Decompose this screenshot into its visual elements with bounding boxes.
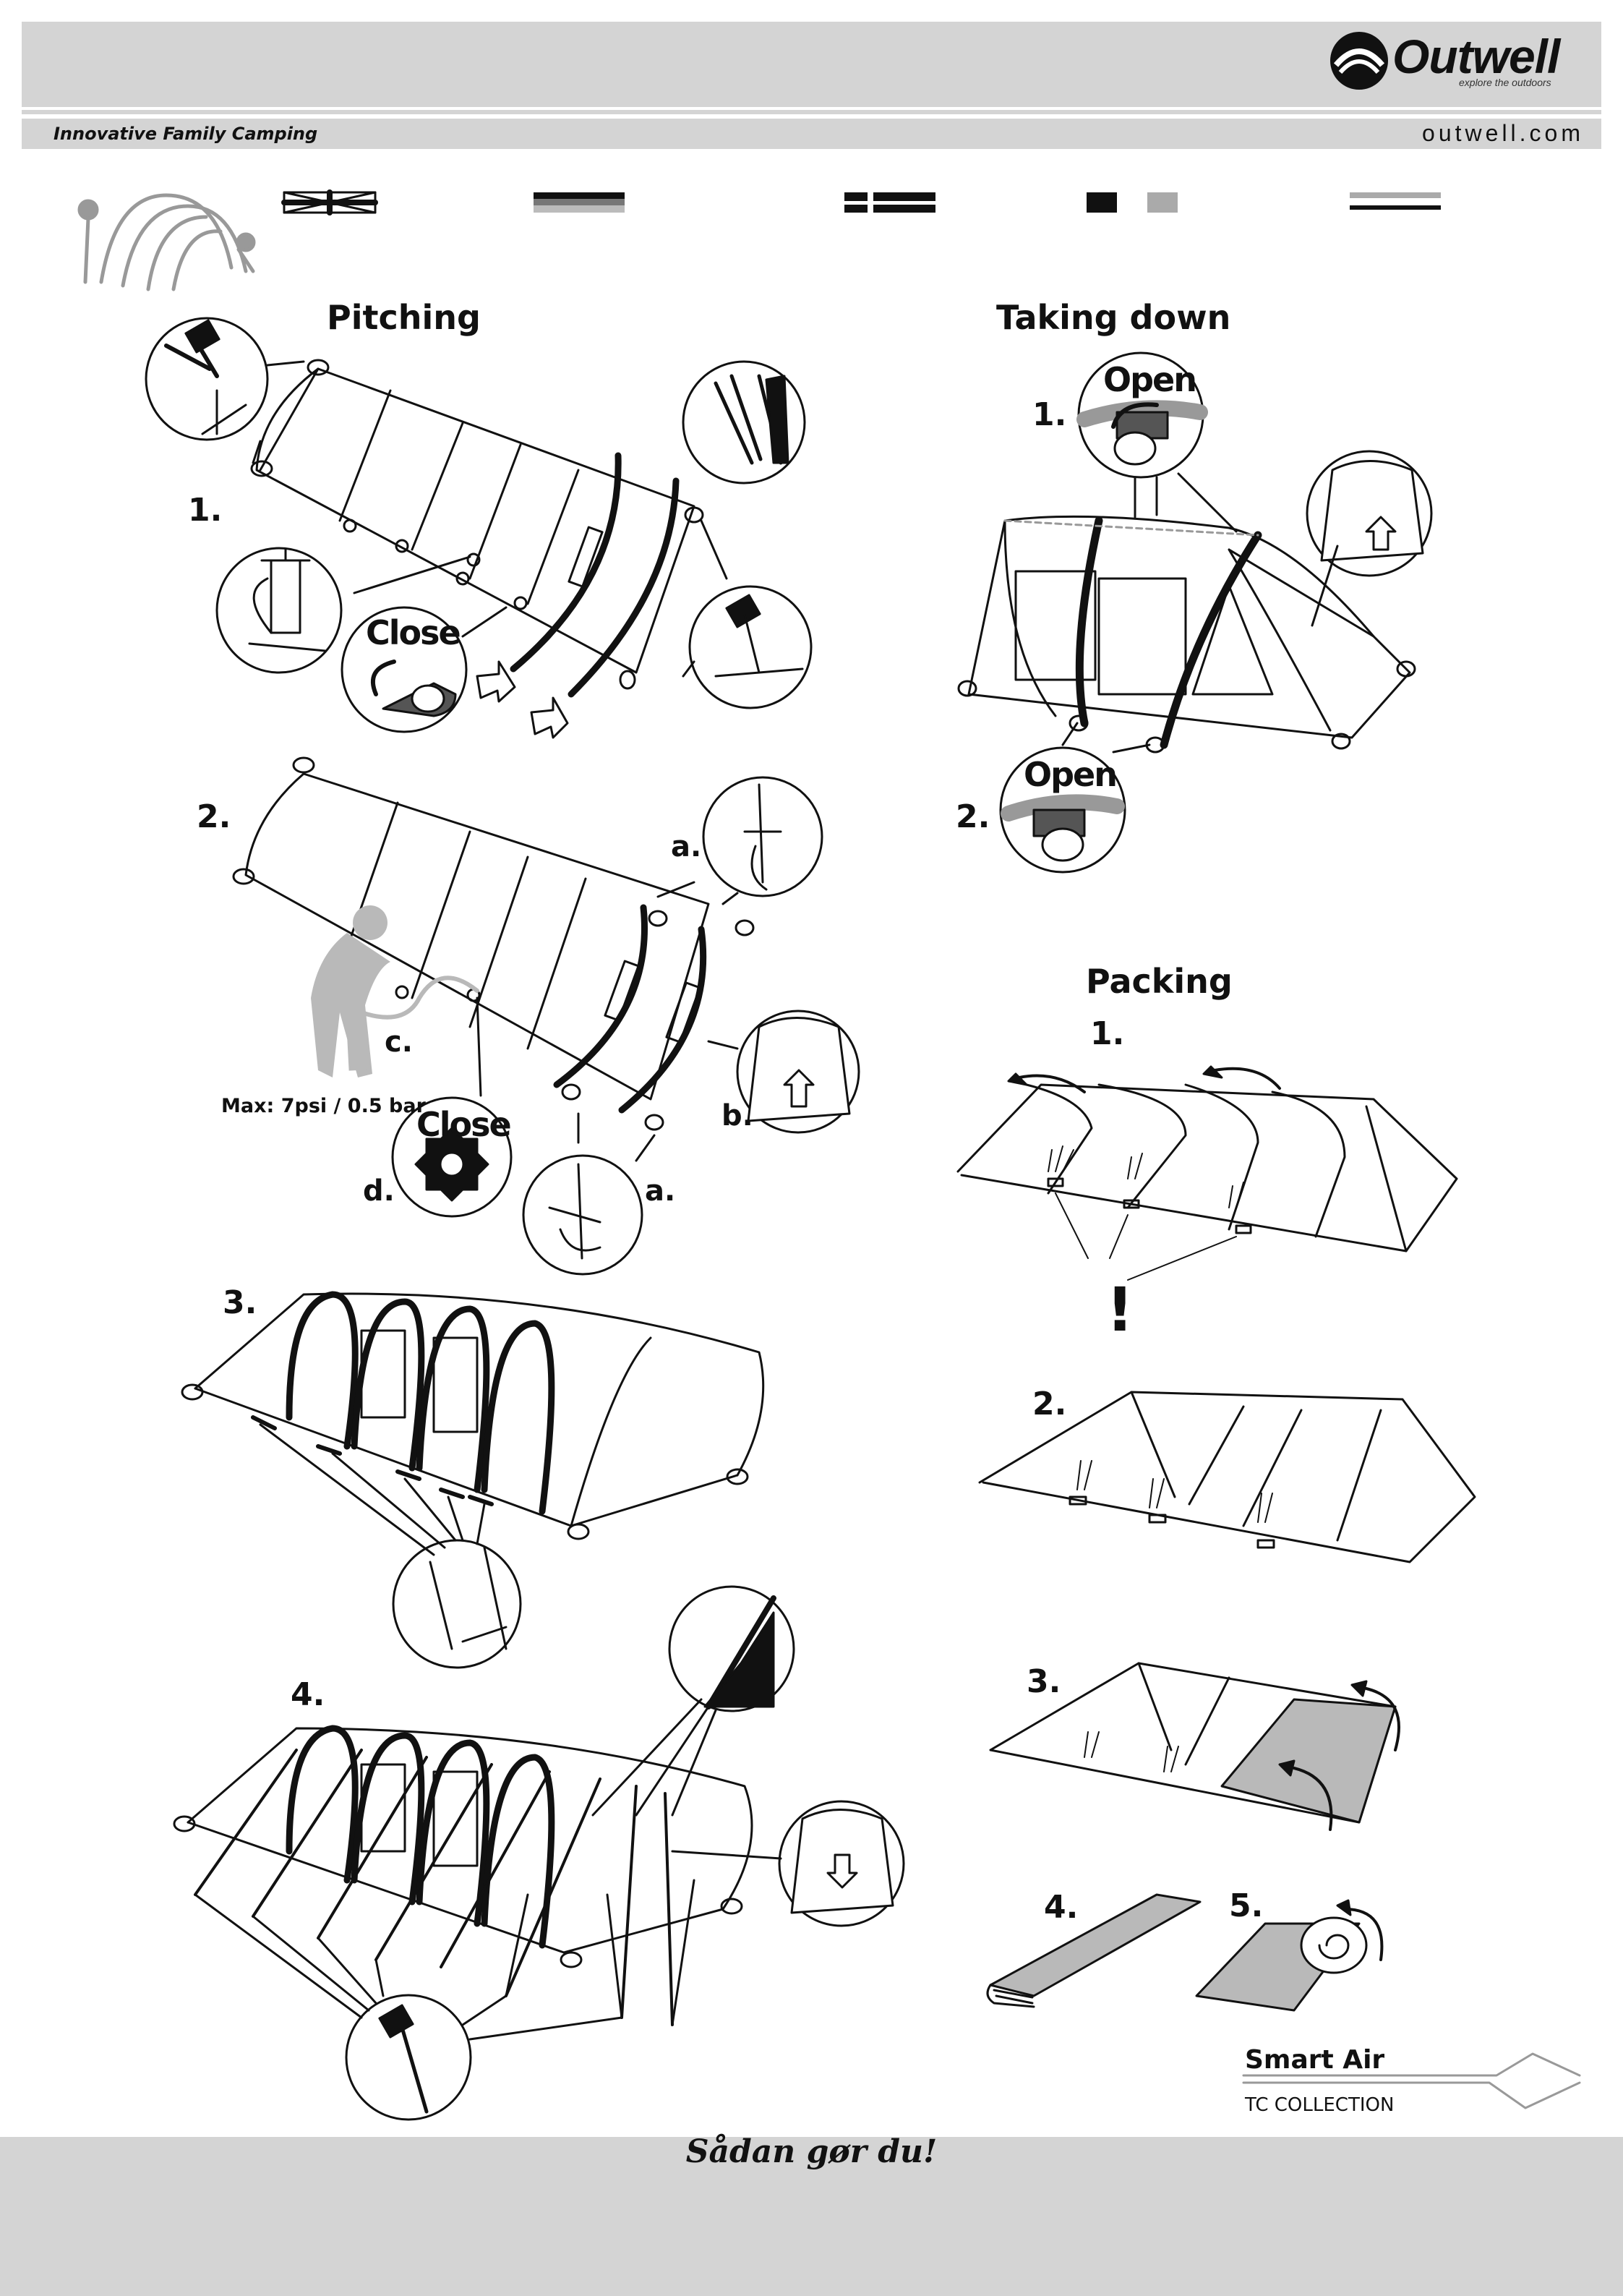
open-label-2: Open — [1024, 755, 1116, 794]
pitching-step2-illustration — [234, 758, 859, 1274]
language-title: Sådan gør du! — [0, 2133, 1623, 2170]
packing-step4-illustration — [988, 1895, 1200, 2007]
sub-label-b: b. — [721, 1099, 753, 1132]
packing-step-5: 5. — [1229, 1887, 1263, 1924]
pressure-note: Max: 7psi / 0.5 bar — [221, 1095, 426, 1117]
product-name: Smart Air — [1245, 2045, 1384, 2075]
flag-de-icon — [534, 192, 625, 213]
pitching-title: Pitching — [327, 298, 481, 337]
sub-label-d: d. — [363, 1174, 395, 1208]
peg-leg-detail — [393, 1540, 521, 1668]
packing-step5-illustration — [1196, 1900, 1382, 2010]
packing-step-1: 1. — [1090, 1015, 1124, 1052]
flag-dk-icon — [844, 192, 935, 213]
pitching-step4-illustration — [174, 1587, 904, 2120]
product-collection: TC COLLECTION — [1245, 2094, 1394, 2116]
sub-label-a-bottom: a. — [645, 1174, 675, 1208]
pitching-step-4: 4. — [291, 1676, 325, 1713]
flag-uk-icon — [284, 192, 375, 213]
hammer-peg-detail-bottom — [346, 1995, 471, 2120]
person-pumping-icon — [311, 905, 390, 1077]
packing-title: Packing — [1086, 962, 1233, 1001]
takingdown-step-1: 1. — [1032, 396, 1066, 433]
sub-label-a-top: a. — [671, 830, 701, 863]
pitching-step-2: 2. — [197, 798, 231, 835]
pitching-step-3: 3. — [223, 1284, 257, 1321]
pitching-step3-illustration — [182, 1294, 763, 1668]
close-label-2: Close — [416, 1105, 510, 1144]
takingdown-step-2: 2. — [956, 798, 990, 835]
packing-step1-illustration — [958, 1067, 1457, 1280]
takingdown-title: Taking down — [996, 298, 1230, 337]
tent-thumbnail-icon — [80, 195, 254, 289]
flag-fr-icon — [1087, 192, 1178, 213]
pitching-step1-illustration — [146, 318, 811, 738]
packing-step-3: 3. — [1027, 1663, 1061, 1700]
open-label-1: Open — [1103, 360, 1196, 399]
takingdown-illustration — [959, 353, 1431, 872]
pitching-step-1: 1. — [188, 492, 222, 529]
close-label-1: Close — [366, 613, 460, 652]
sub-label-c: c. — [385, 1025, 413, 1059]
packing-step-4: 4. — [1044, 1889, 1078, 1926]
packing-step-2: 2. — [1032, 1386, 1066, 1422]
warning-mark: ! — [1106, 1274, 1134, 1345]
flag-nl-icon — [1350, 192, 1441, 210]
